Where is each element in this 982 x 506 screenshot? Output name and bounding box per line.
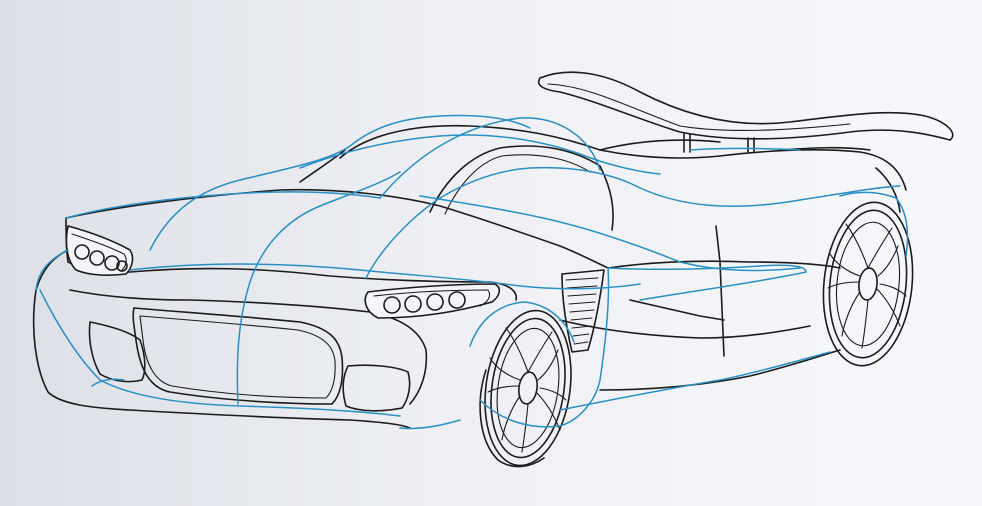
right-intake [342,364,411,412]
car-body [32,124,907,429]
headlights [65,225,501,319]
rear-wheel [822,201,914,367]
rear-spoiler [538,71,954,153]
construction-curves [35,114,909,430]
front-wheel [479,309,572,468]
left-headlight [65,225,134,276]
front-grille [88,307,411,412]
left-intake [88,321,146,383]
windshield [429,145,614,231]
side-vent [561,269,605,353]
